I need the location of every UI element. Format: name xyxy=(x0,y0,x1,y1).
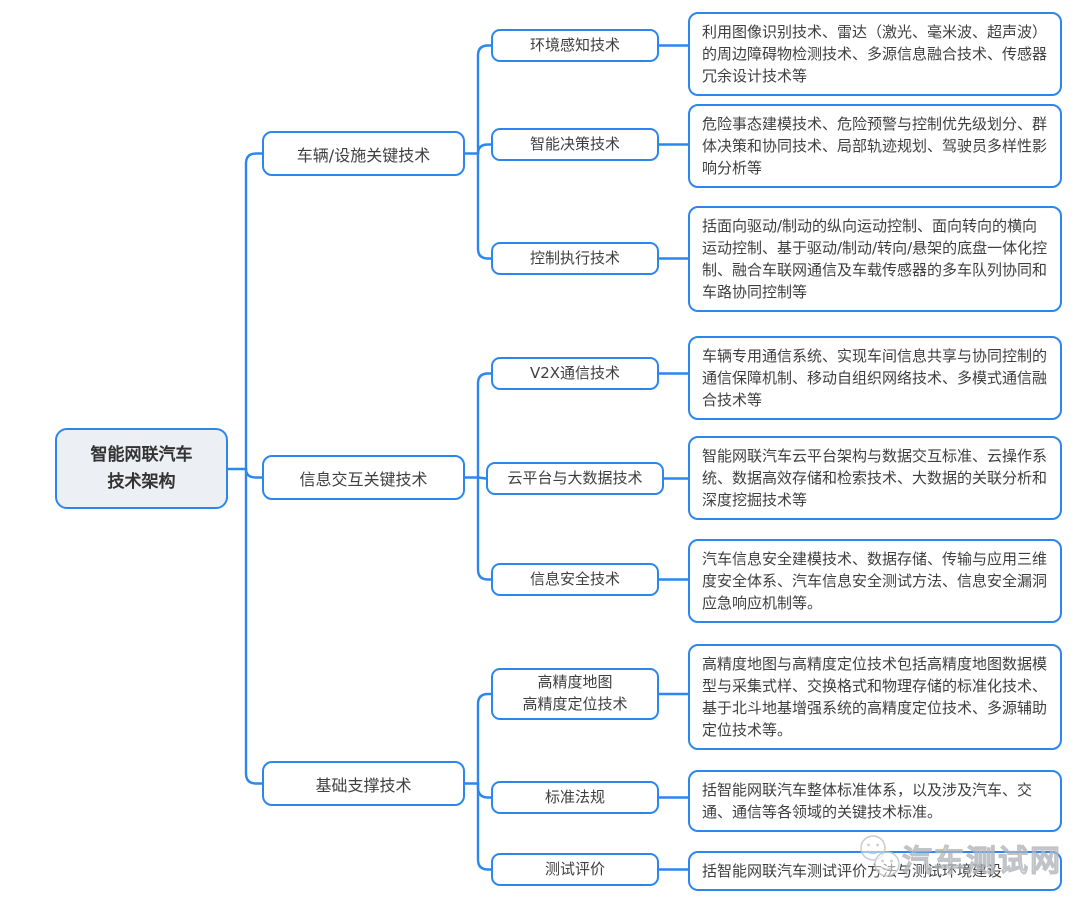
leaf-test-evaluation-desc[interactable]: 括智能网联汽车测试评价方法与测试环境建设 xyxy=(688,851,1062,891)
sub-info-security[interactable]: 信息安全技术 xyxy=(491,563,659,596)
sub-control-execution[interactable]: 控制执行技术 xyxy=(491,242,659,275)
branch-info-interaction[interactable]: 信息交互关键技术 xyxy=(262,455,465,500)
leaf-environment-perception-desc[interactable]: 利用图像识别技术、雷达（激光、毫米波、超声波）的周边障碍物检测技术、多源信息融合… xyxy=(688,12,1062,96)
leaf-v2x-communication-desc[interactable]: 车辆专用通信系统、实现车间信息共享与协同控制的通信保障机制、移动自组织网络技术、… xyxy=(688,336,1062,420)
sub-intelligent-decision[interactable]: 智能决策技术 xyxy=(491,128,659,161)
branch-basic-support[interactable]: 基础支撑技术 xyxy=(262,761,465,806)
leaf-info-security-desc[interactable]: 汽车信息安全建模技术、数据存储、传输与应用三维度安全体系、汽车信息安全测试方法、… xyxy=(688,539,1062,623)
sub-test-evaluation[interactable]: 测试评价 xyxy=(491,853,659,886)
sub-v2x-communication[interactable]: V2X通信技术 xyxy=(491,357,659,390)
sub-cloud-bigdata[interactable]: 云平台与大数据技术 xyxy=(486,462,664,495)
root-node[interactable]: 智能网联汽车 技术架构 xyxy=(55,428,228,509)
branch-vehicle-facility[interactable]: 车辆/设施关键技术 xyxy=(262,131,465,176)
leaf-hd-map-positioning-desc[interactable]: 高精度地图与高精度定位技术包括高精度地图数据模型与采集式样、交换格式和物理存储的… xyxy=(688,644,1062,750)
leaf-cloud-bigdata-desc[interactable]: 智能网联汽车云平台架构与数据交互标准、云操作系统、数据高效存储和检索技术、大数据… xyxy=(688,436,1062,520)
sub-standards-regulations[interactable]: 标准法规 xyxy=(491,781,659,814)
leaf-standards-regulations-desc[interactable]: 括智能网联汽车整体标准体系，以及涉及汽车、交通、通信等各领域的关键技术标准。 xyxy=(688,770,1062,832)
sub-hd-map-positioning[interactable]: 高精度地图 高精度定位技术 xyxy=(491,668,659,720)
leaf-intelligent-decision-desc[interactable]: 危险事态建模技术、危险预警与控制优先级划分、群体决策和协同技术、局部轨迹规划、驾… xyxy=(688,104,1062,188)
leaf-control-execution-desc[interactable]: 括面向驱动/制动的纵向运动控制、面向转向的横向运动控制、基于驱动/制动/转向/悬… xyxy=(688,206,1062,312)
sub-environment-perception[interactable]: 环境感知技术 xyxy=(491,29,659,62)
